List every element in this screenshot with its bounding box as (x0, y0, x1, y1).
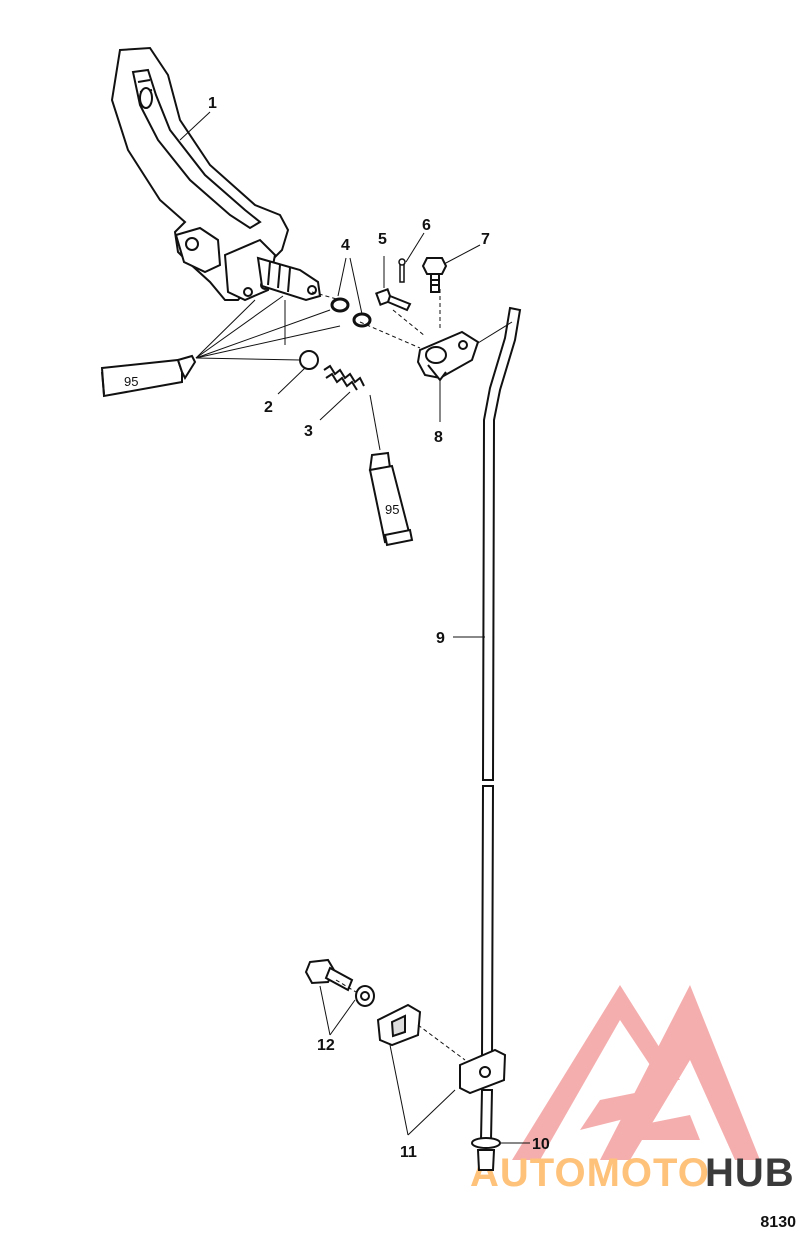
figure-number: 8130 (760, 1214, 796, 1231)
callout-1: 1 (208, 95, 217, 112)
callout-3: 3 (304, 423, 313, 440)
bolt-5 (375, 288, 412, 312)
clamp-bolt-and-washer (304, 958, 375, 1007)
callout-9: 9 (436, 630, 445, 647)
rod-end-clip (471, 1137, 501, 1171)
cotter-pin (398, 258, 406, 283)
sealant-tube-lower-label: 95 (385, 502, 399, 517)
leader-lines (179, 111, 530, 1144)
rod-clamp (376, 1003, 507, 1095)
callout-4: 4 (341, 237, 350, 254)
callout-8: 8 (434, 429, 443, 446)
watermark-text: AUTOMOTO HUB (470, 1151, 795, 1195)
callout-12: 12 (317, 1037, 335, 1054)
callout-5: 5 (378, 231, 387, 248)
watermark-logo (512, 985, 760, 1160)
o-rings (330, 297, 372, 328)
callout-6: 6 (422, 217, 431, 234)
callout-10: 10 (532, 1136, 550, 1153)
sealant-tube-left: 95 (100, 354, 197, 398)
shift-rod (479, 306, 522, 1141)
callout-2: 2 (264, 399, 273, 416)
watermark-text-hub: HUB (705, 1151, 795, 1195)
shift-lever (110, 46, 322, 302)
detent-ball (299, 350, 319, 370)
callout-11: 11 (400, 1144, 417, 1161)
shift-arm (416, 330, 480, 382)
sealant-tube-lower: 95 (368, 451, 414, 547)
detent-spring (323, 364, 365, 391)
screw-7 (421, 257, 448, 293)
callout-labels: 1 2 3 4 5 6 7 8 9 10 11 12 (208, 95, 550, 1161)
watermark-text-automoto: AUTOMOTO (470, 1151, 710, 1195)
callout-7: 7 (481, 231, 490, 248)
sealant-tube-left-label: 95 (124, 374, 138, 389)
